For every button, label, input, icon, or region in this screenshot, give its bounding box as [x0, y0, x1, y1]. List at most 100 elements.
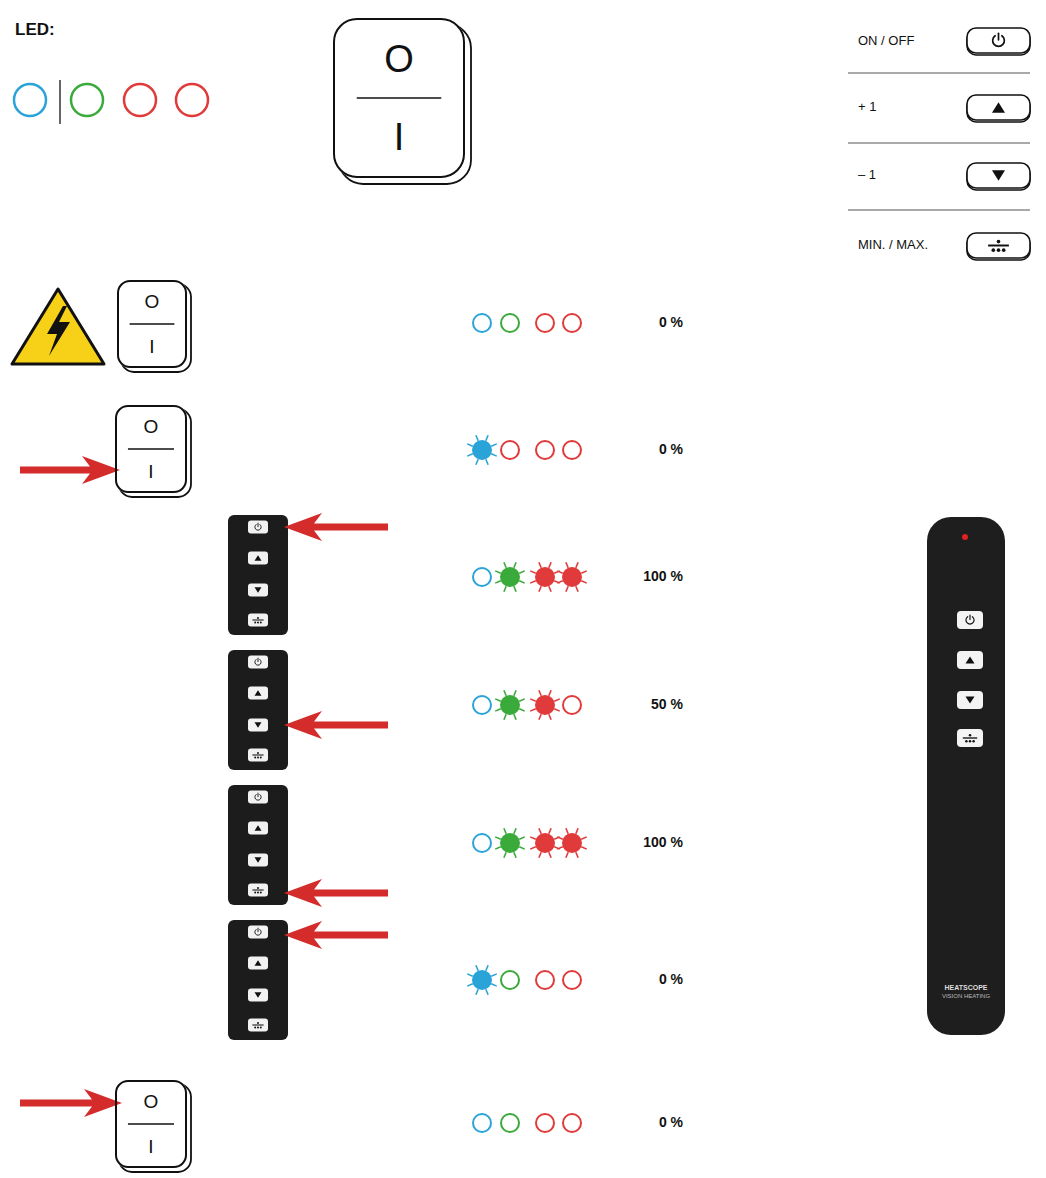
led-ray	[539, 586, 541, 592]
key-face	[967, 163, 1030, 188]
led-circle	[473, 696, 491, 714]
led-ray	[495, 709, 501, 711]
icon-power	[255, 793, 261, 800]
led-ray	[566, 586, 568, 592]
led-ray	[539, 690, 541, 696]
minmax-dot	[257, 887, 259, 889]
led-ray	[504, 562, 506, 568]
remote-key	[248, 521, 268, 534]
led-circle	[536, 1114, 554, 1132]
led-ray	[566, 828, 568, 834]
led-circle	[473, 971, 491, 989]
led-ray	[467, 984, 473, 986]
led-ray	[514, 690, 516, 696]
led-ray	[549, 586, 551, 592]
icon-minmax	[252, 752, 263, 759]
led-circle	[536, 568, 554, 586]
led-ray	[467, 444, 473, 446]
led-ray	[504, 690, 506, 696]
led-off	[473, 568, 491, 586]
pointer-arrow	[20, 1089, 122, 1117]
minmax-dot	[254, 622, 256, 624]
led-off	[501, 314, 519, 332]
minmax-dot	[257, 892, 259, 894]
icon-minmax	[252, 1022, 263, 1029]
led-ray	[495, 571, 501, 573]
icon-down	[255, 587, 262, 593]
down-triangle	[255, 722, 262, 728]
remote-body	[228, 920, 288, 1040]
led-ray	[519, 571, 525, 573]
power-level: 0 %	[659, 314, 683, 331]
led-circle	[563, 441, 581, 459]
led-ray	[519, 847, 525, 849]
remote-key	[248, 1019, 268, 1032]
led-ray	[581, 837, 587, 839]
led-ray	[486, 989, 488, 995]
led-ray	[554, 699, 560, 701]
led-ray	[491, 984, 497, 986]
minmax-dot	[260, 892, 262, 894]
icon-down	[255, 857, 262, 863]
led-ray	[519, 699, 525, 701]
remote-key	[957, 611, 983, 629]
power-bar	[258, 658, 259, 662]
minmax-dot	[254, 1027, 256, 1029]
led-row	[473, 314, 581, 332]
switch-divider	[128, 1123, 174, 1125]
switch-symbol: O	[144, 1092, 159, 1111]
led-circle	[473, 1114, 491, 1132]
power-level: 50 %	[651, 696, 683, 713]
switch-body	[117, 280, 191, 372]
led-legend	[14, 80, 208, 124]
led-ray	[495, 847, 501, 849]
led-circle	[536, 971, 554, 989]
pointer-arrow	[284, 513, 388, 541]
led-ray	[539, 714, 541, 720]
led-ray	[539, 852, 541, 858]
power-bar	[258, 793, 259, 797]
led-ray	[539, 828, 541, 834]
down-triangle	[992, 170, 1005, 180]
remote-body	[927, 517, 1005, 1035]
led-circle	[501, 696, 519, 714]
button-key	[967, 233, 1030, 260]
table-rule	[848, 142, 1030, 143]
led-ray	[491, 444, 497, 446]
led-ray	[557, 837, 563, 839]
minmax-dot	[260, 622, 262, 624]
switch-face	[115, 1080, 187, 1168]
up-triangle	[255, 555, 262, 561]
led-ray	[530, 709, 536, 711]
power-level: 0 %	[659, 1114, 683, 1131]
remote-body	[228, 650, 288, 770]
led-off	[563, 441, 581, 459]
led-ray	[519, 709, 525, 711]
remote-body	[228, 785, 288, 905]
minmax-line	[252, 1024, 263, 1025]
button-function: – 1	[858, 167, 876, 183]
icon-minmax	[252, 887, 263, 894]
switch-divider	[357, 97, 441, 99]
separator	[59, 80, 61, 124]
icon-power	[255, 658, 261, 665]
rocker-switch: OI	[333, 18, 465, 178]
remote-key	[957, 651, 983, 669]
led-ray	[566, 562, 568, 568]
minmax-dot	[260, 757, 262, 759]
led-circle	[501, 971, 519, 989]
power-bar	[998, 33, 1000, 40]
led-off	[71, 84, 103, 116]
remote-small	[228, 920, 288, 1040]
led-ray	[549, 828, 551, 834]
led-ray	[504, 852, 506, 858]
led-ray	[530, 699, 536, 701]
led-circle	[501, 441, 519, 459]
led-lit	[530, 562, 560, 592]
section-title: LED:	[15, 20, 55, 40]
led-row	[467, 435, 581, 465]
remote-indicator	[962, 534, 968, 540]
led-off	[176, 84, 208, 116]
led-off	[501, 441, 519, 459]
